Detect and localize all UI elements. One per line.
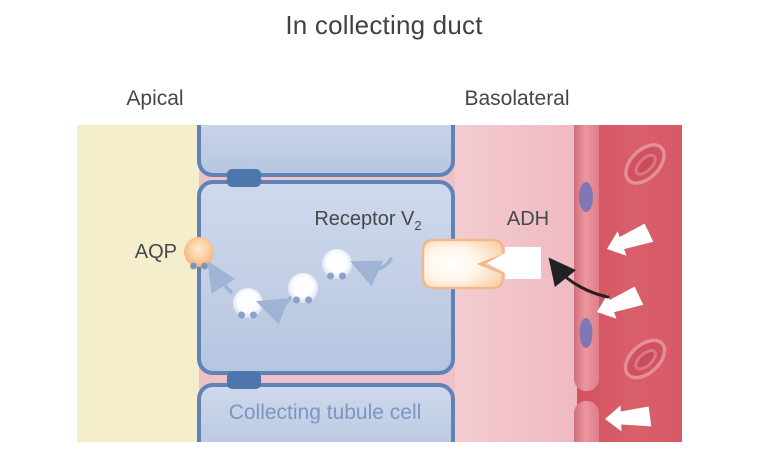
aqp-vesicle	[288, 273, 318, 304]
red-blood-cell	[623, 338, 667, 380]
diagram-shapes	[184, 125, 667, 442]
adh-flow-arrow-icon	[597, 286, 644, 319]
tubule-cell-upper	[197, 125, 455, 177]
tubule-lumen-region	[77, 125, 199, 442]
diagram-panel	[77, 125, 682, 442]
adh-label: ADH	[506, 208, 550, 230]
basolateral-membrane-label: Basolateral	[464, 87, 570, 110]
adh-molecule	[487, 247, 541, 279]
vesicle-traffic-arrow-icon	[207, 261, 236, 294]
collecting-tubule-cell-label: Collecting tubule cell	[228, 401, 422, 424]
endothelial-nucleus	[579, 318, 593, 348]
aqp-vesicle	[233, 288, 263, 319]
vesicle-traffic-arrow-icon	[255, 296, 292, 325]
aqp-label: AQP	[134, 241, 177, 263]
v2-receptor	[421, 238, 505, 290]
figure-title: In collecting duct	[285, 10, 483, 40]
aqp-channel	[184, 237, 214, 270]
apical-membrane-label: Apical	[126, 87, 184, 110]
vesicle-traffic-arrow-icon	[350, 257, 393, 287]
endothelium-segment-lower	[574, 401, 599, 442]
endothelial-nucleus	[579, 182, 593, 212]
aqp-vesicle	[322, 249, 352, 280]
tight-junction	[227, 169, 261, 187]
receptor-v2-label: Receptor V2	[314, 208, 422, 233]
adh-binding-arrow-icon	[548, 257, 610, 299]
adh-flow-arrow-icon	[607, 223, 654, 256]
tubule-cell-lower	[197, 383, 455, 442]
endothelium-segment-upper	[574, 125, 599, 391]
red-blood-cell	[624, 143, 666, 185]
adh-flow-arrow-icon	[605, 405, 652, 432]
tight-junction	[227, 371, 261, 389]
